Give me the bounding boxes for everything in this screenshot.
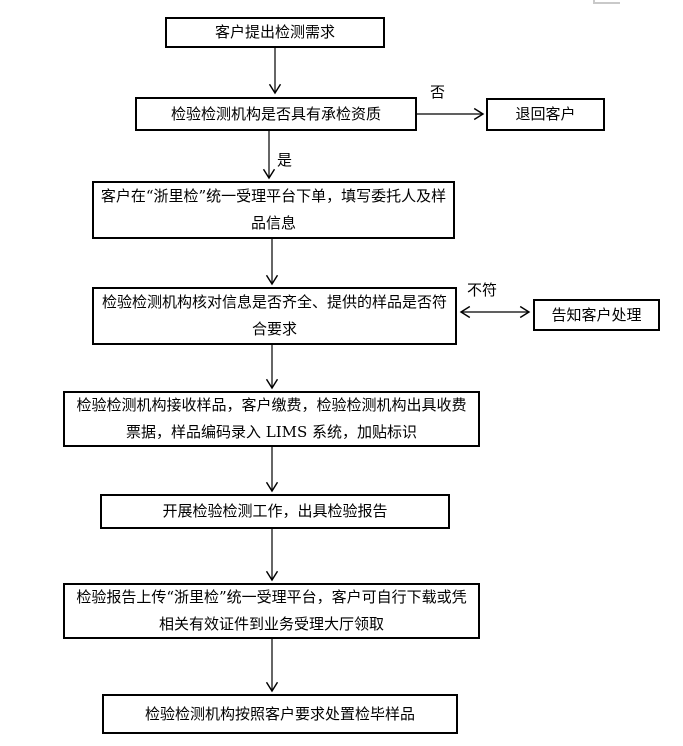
table-corner-mark: [593, 0, 620, 4]
edge-label-no: 否: [430, 83, 446, 101]
node-customer-request: 客户提出检测需求: [165, 17, 385, 48]
node-upload-report: 检验报告上传“浙里检”统一受理平台，客户可自行下载或凭相关有效证件到业务受理大厅…: [63, 583, 480, 639]
node-conduct-test: 开展检验检测工作，出具检验报告: [100, 494, 450, 529]
edge-label-yes: 是: [277, 151, 293, 169]
node-verify-info: 检验检测机构核对信息是否齐全、提供的样品是否符合要求: [92, 287, 457, 345]
edge-label-mismatch: 不符: [467, 281, 498, 299]
node-qualification-check: 检验检测机构是否具有承检资质: [135, 97, 417, 131]
node-notify-customer: 告知客户处理: [533, 299, 660, 331]
node-receive-sample: 检验检测机构接收样品，客户缴费，检验检测机构出具收费票据，样品编码录入 LIMS…: [63, 391, 480, 447]
node-place-order: 客户在“浙里检”统一受理平台下单，填写委托人及样品信息: [92, 181, 455, 239]
node-dispose-sample: 检验检测机构按照客户要求处置检毕样品: [102, 694, 458, 734]
node-return-customer: 退回客户: [486, 98, 605, 131]
